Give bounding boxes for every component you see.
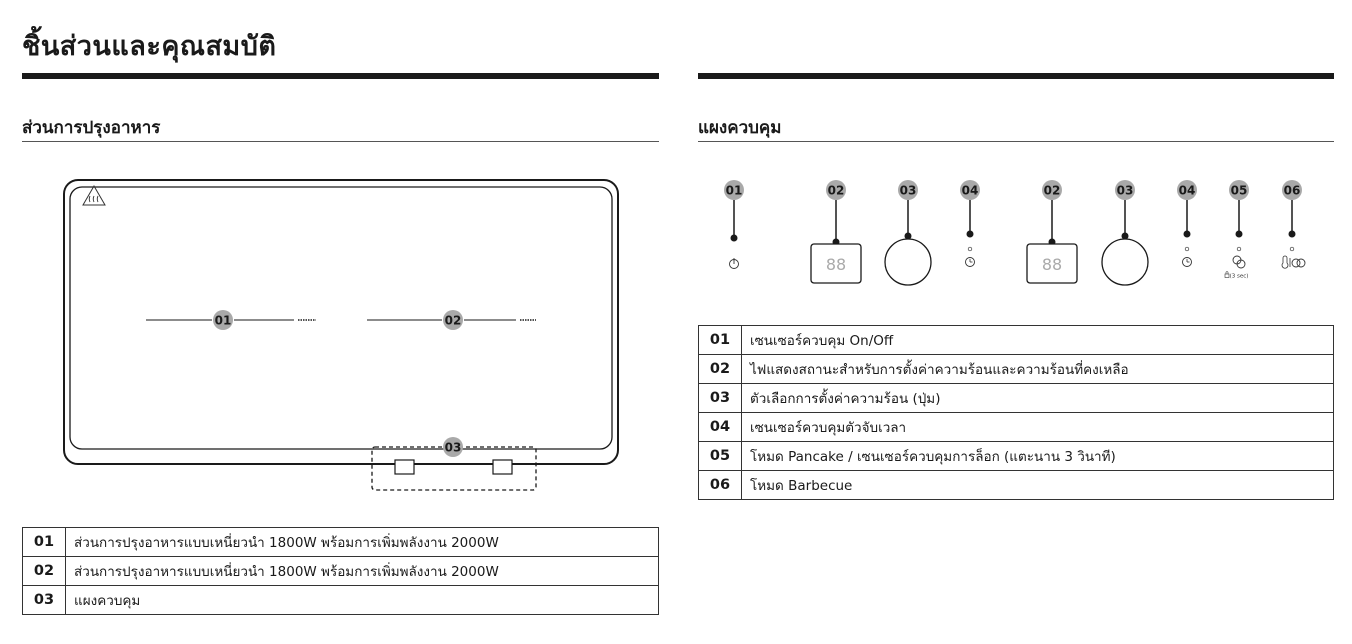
legend-num: 01 <box>698 325 742 355</box>
timer-icon[interactable] <box>965 257 975 267</box>
table-row: 05 โหมด Pancake / เซนเซอร์ควบคุมการล็อก … <box>698 441 1334 471</box>
legend-text: เซนเซอร์ควบคุมตัวจับเวลา <box>741 412 1334 442</box>
cooktop-diagram: 01 02 03 <box>63 179 619 491</box>
heat-level-display <box>1026 243 1078 284</box>
title-bar-right <box>698 73 1334 79</box>
callout-03b: 03 <box>1115 180 1135 240</box>
svg-text:01: 01 <box>726 184 743 198</box>
legend-text: ไฟแสดงสถานะสำหรับการตั้งค่าความร้อนและคว… <box>741 354 1334 384</box>
svg-text:05: 05 <box>1231 184 1248 198</box>
table-row: 02 ส่วนการปรุงอาหารแบบเหนี่ยวนำ 1800W พร… <box>22 556 659 586</box>
svg-text:02: 02 <box>1044 184 1061 198</box>
svg-text:06: 06 <box>1284 184 1301 198</box>
legend-text: โหมด Pancake / เซนเซอร์ควบคุมการล็อก (แต… <box>741 441 1334 471</box>
callout-01: 01 <box>724 180 744 242</box>
callout-04b: 04 <box>1177 180 1197 238</box>
callout-03: 03 <box>898 180 918 240</box>
pancake-icon[interactable] <box>1232 255 1246 269</box>
table-row: 06 โหมด Barbecue <box>698 470 1334 500</box>
callout-05: 05 <box>1229 180 1249 238</box>
callout-01: 01 <box>213 310 233 330</box>
control-panel-rule <box>698 141 1334 142</box>
legend-num: 02 <box>698 354 742 384</box>
table-row: 02 ไฟแสดงสถานะสำหรับการตั้งค่าความร้อนแล… <box>698 354 1334 384</box>
control-knob-left <box>394 459 415 475</box>
svg-text:04: 04 <box>962 184 979 198</box>
legend-text: แผงควบคุม <box>65 585 659 615</box>
cooktop-outline <box>63 179 619 465</box>
svg-text:03: 03 <box>445 441 462 455</box>
svg-text:03: 03 <box>900 184 917 198</box>
timer-icon[interactable] <box>1182 257 1192 267</box>
legend-num: 03 <box>22 585 66 615</box>
display-digits: 88 <box>1042 255 1062 274</box>
timer-indicator-dot <box>1184 246 1190 252</box>
svg-text:02: 02 <box>828 184 845 198</box>
timer-indicator-dot <box>967 246 973 252</box>
svg-text:04: 04 <box>1179 184 1196 198</box>
callout-02: 02 <box>443 310 463 330</box>
legend-num: 06 <box>698 470 742 500</box>
table-row: 03 ตัวเลือกการตั้งค่าความร้อน (ปุ่ม) <box>698 383 1334 413</box>
table-row: 01 ส่วนการปรุงอาหารแบบเหนี่ยวนำ 1800W พร… <box>22 527 659 557</box>
barbecue-indicator-dot <box>1289 246 1295 252</box>
barbecue-icon[interactable] <box>1281 255 1306 269</box>
legend-num: 01 <box>22 527 66 557</box>
cooktop-glass <box>69 186 613 450</box>
legend-num: 04 <box>698 412 742 442</box>
callout-03: 03 <box>443 437 463 457</box>
svg-text:02: 02 <box>445 314 462 328</box>
heat-knob[interactable] <box>884 238 932 286</box>
page-title: ชิ้นส่วนและคุณสมบัติ <box>22 31 277 62</box>
legend-text: ส่วนการปรุงอาหารแบบเหนี่ยวนำ 1800W พร้อม… <box>65 527 659 557</box>
control-panel-legend: 01 เซนเซอร์ควบคุม On/Off 02 ไฟแสดงสถานะส… <box>698 325 1334 500</box>
callout-04: 04 <box>960 180 980 238</box>
callout-02b: 02 <box>1042 180 1062 246</box>
title-bar-left <box>22 73 659 79</box>
pancake-indicator-dot <box>1236 246 1242 252</box>
svg-text:01: 01 <box>215 314 232 328</box>
legend-num: 05 <box>698 441 742 471</box>
callout-02: 02 <box>826 180 846 246</box>
legend-text: เซนเซอร์ควบคุม On/Off <box>741 325 1334 355</box>
table-row: 01 เซนเซอร์ควบคุม On/Off <box>698 325 1334 355</box>
control-knob-right <box>492 459 513 475</box>
legend-text: ส่วนการปรุงอาหารแบบเหนี่ยวนำ 1800W พร้อม… <box>65 556 659 586</box>
cooking-zone-heading: ส่วนการปรุงอาหาร <box>22 118 161 138</box>
cooking-zone-rule <box>22 141 659 142</box>
table-row: 03 แผงควบคุม <box>22 585 659 615</box>
control-panel-diagram: 01 02 03 04 02 03 04 05 <box>724 180 1306 286</box>
legend-num: 03 <box>698 383 742 413</box>
legend-text: ตัวเลือกการตั้งค่าความร้อน (ปุ่ม) <box>741 383 1334 413</box>
control-panel-heading: แผงควบคุม <box>698 118 782 138</box>
table-row: 04 เซนเซอร์ควบคุมตัวจับเวลา <box>698 412 1334 442</box>
callout-06: 06 <box>1282 180 1302 238</box>
legend-text: โหมด Barbecue <box>741 470 1334 500</box>
svg-text:03: 03 <box>1117 184 1134 198</box>
display-digits: 88 <box>826 255 846 274</box>
cooking-zone-legend: 01 ส่วนการปรุงอาหารแบบเหนี่ยวนำ 1800W พร… <box>22 527 659 615</box>
heat-knob[interactable] <box>1101 238 1149 286</box>
heat-level-display <box>810 243 862 284</box>
power-icon[interactable] <box>729 258 739 269</box>
legend-num: 02 <box>22 556 66 586</box>
hot-surface-warning-icon <box>82 185 106 206</box>
lock-icon <box>1224 271 1230 278</box>
lock-duration-caption: (3 sec) <box>1230 274 1249 280</box>
